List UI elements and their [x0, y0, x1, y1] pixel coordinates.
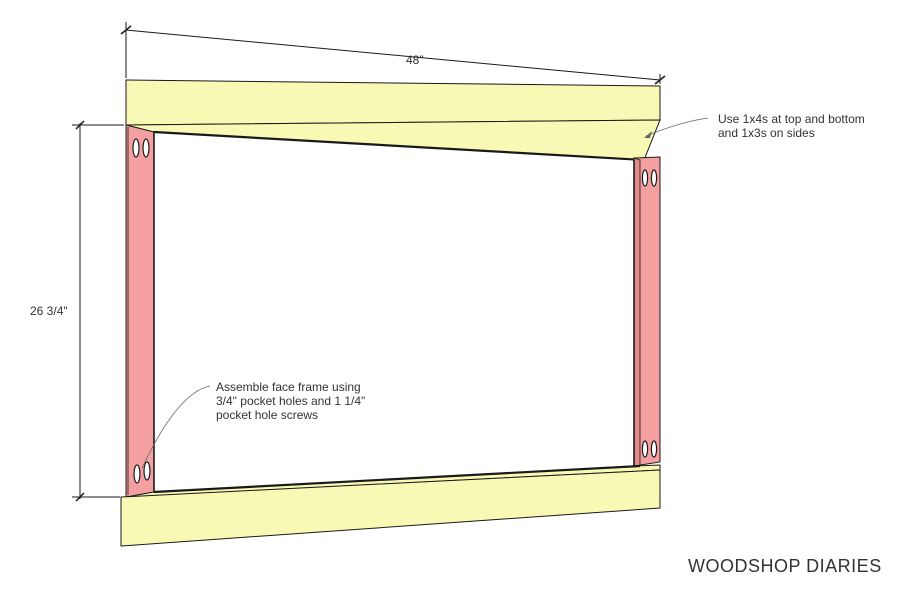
width-label: 48" [406, 53, 424, 67]
boards-note-leader [645, 117, 709, 137]
top-rail [125, 79, 661, 162]
height-label: 26 3/4" [30, 304, 68, 318]
assembly-note-leader [141, 385, 211, 469]
assembly-note-line-3: pocket hole screws [216, 408, 319, 422]
height-dimension [72, 120, 124, 502]
boards-note: Use 1x4s at top and bottom and 1x3s on s… [718, 112, 865, 140]
pocket-holes-bottom-right [641, 440, 658, 458]
pocket-holes-top-left [132, 138, 150, 158]
boards-note-line-2: and 1x3s on sides [718, 126, 815, 140]
boards-note-line-1: Use 1x4s at top and bottom [718, 112, 865, 126]
brand-wordmark: WOODSHOP DIARIES [688, 556, 882, 576]
boards-note-arrowhead [644, 131, 652, 138]
assembly-note: Assemble face frame using 3/4" pocket ho… [216, 380, 365, 422]
pocket-holes-top-right [641, 169, 658, 187]
left-stile [125, 124, 155, 498]
pocket-holes-bottom-left [133, 461, 151, 484]
assembly-note-line-1: Assemble face frame using [216, 380, 361, 394]
assembly-note-line-2: 3/4" pocket holes and 1 1/4" [216, 394, 366, 408]
width-dimension [120, 22, 666, 85]
bottom-rail [120, 464, 661, 547]
right-stile [633, 156, 661, 467]
